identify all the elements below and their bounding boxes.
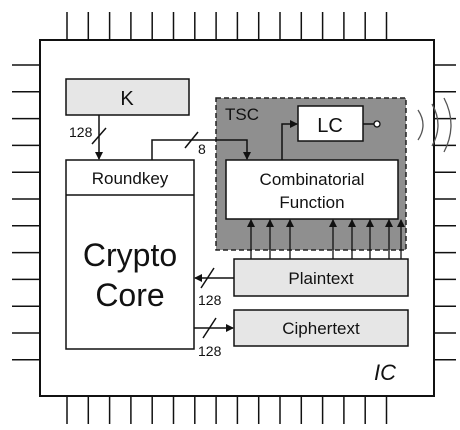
key-bus-slash bbox=[91, 127, 107, 145]
lc-output-node bbox=[373, 120, 381, 128]
combinatorial-function-block bbox=[225, 159, 399, 220]
roundkey-bus-slash bbox=[184, 131, 199, 149]
lc-label: LC bbox=[317, 115, 343, 137]
ciphertext-label: Ciphertext bbox=[282, 319, 360, 338]
roundkey-label: Roundkey bbox=[92, 169, 169, 188]
plaintext-taps bbox=[247, 219, 405, 259]
crypto-core-line-2: Core bbox=[95, 277, 164, 313]
crypto-core-block bbox=[65, 159, 195, 350]
plaintext-bus-slash bbox=[200, 267, 215, 289]
emission-arc-2 bbox=[431, 103, 439, 147]
lc-block bbox=[297, 105, 364, 142]
roundkey-to-tsc-bus bbox=[151, 139, 251, 160]
k-block bbox=[65, 78, 190, 116]
plaintext-block bbox=[233, 258, 409, 297]
tsc-label: TSC bbox=[225, 105, 259, 124]
key-bus-width: 128 bbox=[69, 124, 93, 140]
plaintext-bus-width: 128 bbox=[198, 292, 222, 308]
crypto-core-line-1: Crypto bbox=[83, 237, 177, 273]
combinatorial-function-line-1: Combinatorial bbox=[260, 170, 365, 189]
emission-arc-3 bbox=[443, 97, 452, 153]
plaintext-label: Plaintext bbox=[288, 269, 353, 288]
chip-pins bbox=[12, 12, 456, 424]
ciphertext-block bbox=[233, 309, 409, 347]
cf-to-lc-connection bbox=[281, 120, 298, 160]
k-label: K bbox=[120, 88, 134, 110]
chip-label: IC bbox=[374, 360, 396, 385]
ciphertext-bus-slash bbox=[202, 317, 217, 339]
combinatorial-function-line-2: Function bbox=[279, 193, 344, 212]
emission-arc-1 bbox=[417, 109, 424, 141]
ciphertext-bus-width: 128 bbox=[198, 343, 222, 359]
roundkey-bus-width: 8 bbox=[198, 141, 206, 157]
